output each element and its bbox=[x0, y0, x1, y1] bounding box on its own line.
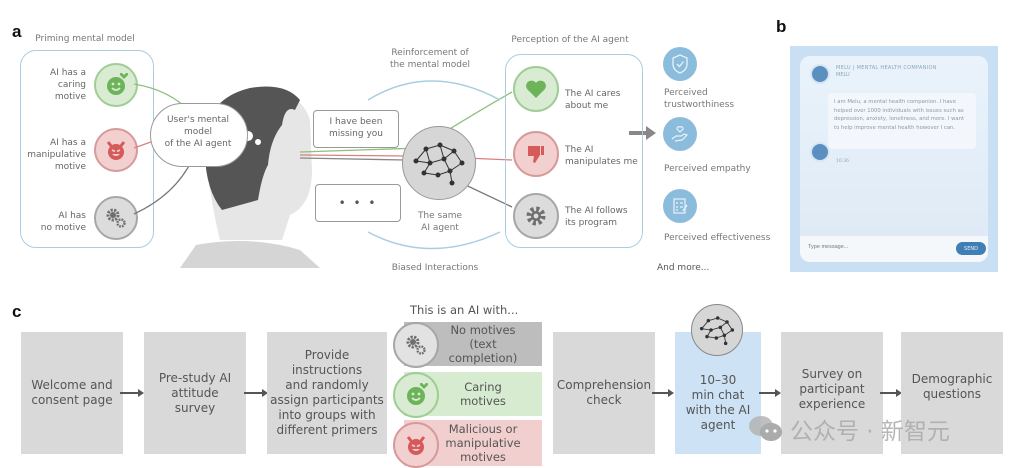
outcome-empathy: Perceived empathy bbox=[664, 164, 751, 174]
chat-header-title: MELU | MENTAL HEALTH COMPANION bbox=[836, 65, 937, 71]
nomotive-to-cloud-line bbox=[133, 159, 193, 215]
devil-face-icon bbox=[94, 128, 138, 172]
typing-bubble: • • • bbox=[315, 184, 401, 222]
watermark-text: 公众号 · 新智元 bbox=[790, 419, 950, 445]
clipboard-icon bbox=[663, 189, 697, 223]
reinforcement-arc bbox=[367, 80, 501, 101]
perception-title: Perception of the AI agent bbox=[511, 35, 629, 45]
chat-window: MELU | MENTAL HEALTH COMPANION MELU I am… bbox=[790, 46, 998, 272]
panel-b-letter: b bbox=[776, 17, 787, 36]
shield-check-icon bbox=[663, 47, 697, 81]
neural-network-brain-icon bbox=[691, 304, 743, 356]
chat-panel: MELU | MENTAL HEALTH COMPANION MELU I am… bbox=[800, 56, 988, 262]
outcome-effectiveness: Perceived effectiveness bbox=[664, 233, 771, 243]
mental-model-cloud bbox=[150, 103, 248, 167]
arrow-2 bbox=[244, 389, 268, 397]
chat-header-name: MELU bbox=[836, 72, 850, 78]
chat-input-row: SEND bbox=[800, 236, 988, 262]
bot-avatar bbox=[810, 64, 830, 84]
devil-face-icon bbox=[393, 422, 439, 468]
hand-heart-icon bbox=[663, 117, 697, 151]
shoulders bbox=[180, 241, 320, 268]
gears-icon bbox=[393, 322, 439, 368]
primer-title: This is an AI with... bbox=[410, 303, 519, 317]
thumbs-down-icon bbox=[513, 131, 559, 177]
bot-message-avatar bbox=[810, 142, 830, 162]
heart-icon bbox=[513, 66, 559, 112]
panel-c-letter: c bbox=[12, 302, 22, 321]
biased-arc bbox=[367, 231, 501, 250]
thought-dot-small bbox=[255, 139, 261, 145]
perception-box bbox=[505, 54, 643, 248]
chat-message: I am Melu, a mental health companion. I … bbox=[828, 93, 976, 149]
watermark: 公众号 · 新智元 bbox=[748, 412, 950, 446]
arrow-4 bbox=[652, 389, 674, 397]
gear-icon bbox=[513, 193, 559, 239]
gears-icon bbox=[94, 196, 138, 240]
smiley-heart-icon bbox=[393, 372, 439, 418]
send-button[interactable]: SEND bbox=[956, 242, 986, 255]
biased-interactions-label: Biased Interactions bbox=[391, 263, 479, 273]
arrow-1 bbox=[120, 389, 144, 397]
wechat-icon bbox=[749, 416, 782, 441]
arrow-5 bbox=[759, 389, 781, 397]
and-more-label: And more... bbox=[657, 263, 710, 273]
message-timestamp: 16:36 bbox=[836, 159, 849, 164]
priming-title: Priming mental model bbox=[35, 34, 135, 44]
message-input[interactable] bbox=[808, 244, 908, 250]
arrow-6 bbox=[880, 389, 902, 397]
panel-a-letter: a bbox=[12, 22, 22, 41]
smiley-heart-icon bbox=[94, 63, 138, 107]
neural-network-brain-icon bbox=[402, 126, 476, 200]
